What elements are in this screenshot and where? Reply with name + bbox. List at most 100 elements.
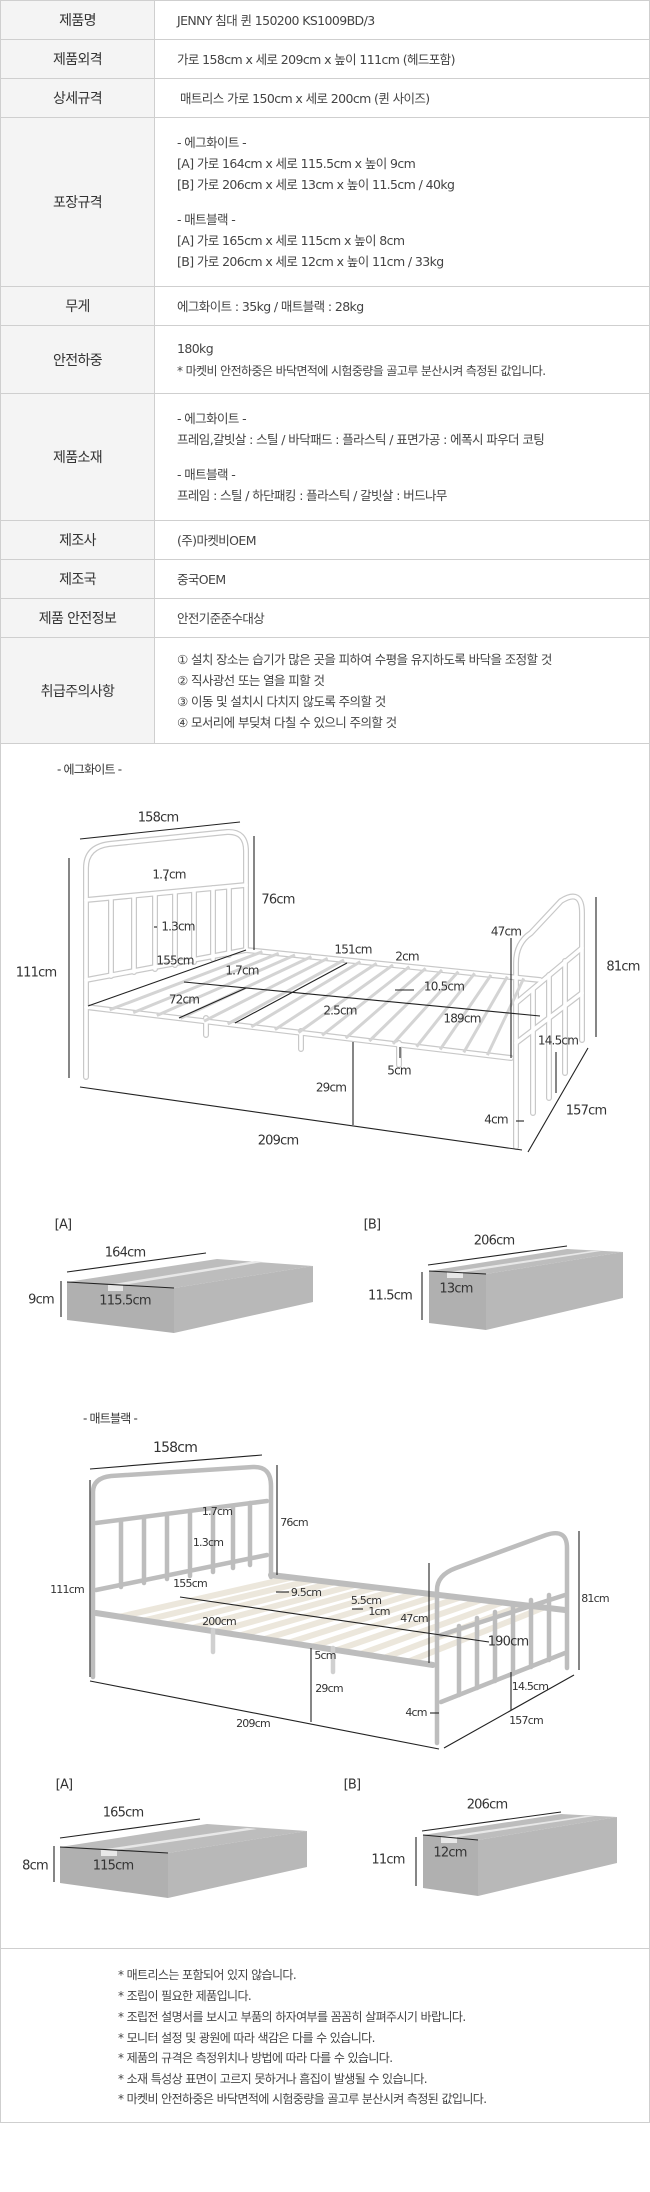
black-bed-diagram: - 매트블랙 - 158cm 111cm 76cm 1.7cm 1.3cm 15… <box>0 1390 650 1770</box>
dim-label: 1cm <box>368 1605 389 1618</box>
caution-line: ① 설치 장소는 습기가 많은 곳을 피하여 수평을 유지하도록 바닥을 조정할… <box>177 651 552 667</box>
dim-label: 1.7cm <box>152 868 185 882</box>
dim-label: 72cm <box>169 993 199 1007</box>
row-label: 안전하중 <box>0 325 155 394</box>
white-packages: [A] 164cm 9cm 115.5cm [B] 206cm 11.5cm 1… <box>0 1190 650 1390</box>
row-value: 매트리스 가로 150cm x 세로 200cm (퀸 사이즈) <box>154 78 650 118</box>
package-label: [A] <box>56 1778 73 1793</box>
load-note: * 마켓비 안전하중은 바닥면적에 시험중량을 골고루 분산시켜 측정된 값입니… <box>177 363 546 378</box>
row-value: 중국OEM <box>154 559 650 599</box>
slat <box>297 963 394 1034</box>
white-bed-diagram: - 에그화이트 - 158cm 1.7cm 1.3cm 76cm 111cm 1… <box>0 743 650 1190</box>
dimension-lines <box>60 1245 568 1320</box>
table-row: 취급주의사항 ① 설치 장소는 습기가 많은 곳을 피하여 수평을 유지하도록 … <box>0 637 650 744</box>
dim-label: 157cm <box>509 1714 543 1727</box>
notes-section: * 매트리스는 포함되어 있지 않습니다. * 조립이 필요한 제품입니다. *… <box>0 1948 650 2123</box>
row-label: 제품명 <box>0 0 155 40</box>
dim-label: 76cm <box>261 893 294 908</box>
dim-label: 14.5cm <box>512 1680 549 1693</box>
dim-label: 151cm <box>334 943 371 957</box>
note-item: * 조립이 필요한 제품입니다. <box>118 1989 252 2003</box>
dim-label: 1.7cm <box>225 964 258 978</box>
slat <box>335 1597 482 1653</box>
dim-label: 200cm <box>202 1615 236 1628</box>
table-row: 제품소재 - 에그화이트 - 프레임,갈빗살 : 스틸 / 바닥패드 : 플라스… <box>0 393 650 521</box>
dimension-lines <box>68 821 597 1153</box>
dim-label: 206cm <box>474 1234 515 1249</box>
slat <box>263 1589 419 1642</box>
dim-label: 29cm <box>315 1682 343 1695</box>
package-label: [B] <box>344 1778 361 1793</box>
table-row: 포장규격 - 에그화이트 - [A] 가로 164cm x 세로 115.5cm… <box>0 117 650 287</box>
dim-label: 47cm <box>491 925 521 939</box>
row-value: - 에그화이트 - 프레임,갈빗살 : 스틸 / 바닥패드 : 플라스틱 / 표… <box>154 393 650 521</box>
table-row: 안전하중 180kg * 마켓비 안전하중은 바닥면적에 시험중량을 골고루 분… <box>0 325 650 394</box>
dim-label: 115cm <box>93 1859 134 1874</box>
dim-label: 5cm <box>387 1064 411 1078</box>
section-title: - 매트블랙 - <box>83 1412 138 1426</box>
table-row: 제조사(주)마켓비OEM <box>0 520 650 560</box>
dim-label: 11cm <box>371 1853 404 1868</box>
note-item: * 소재 특성상 표면이 고르지 못하거나 흠집이 발생될 수 있습니다. <box>118 2072 428 2086</box>
slat <box>239 1587 398 1639</box>
row-label: 제품 안전정보 <box>0 598 155 638</box>
dim-label: 13cm <box>439 1282 472 1297</box>
dim-label: 12cm <box>433 1846 466 1861</box>
caution-line: ② 직사광선 또는 열을 피할 것 <box>177 672 325 688</box>
dim-label: 158cm <box>138 811 179 826</box>
slat <box>486 977 526 1056</box>
section-title: - 에그화이트 - <box>57 763 122 777</box>
slat <box>321 965 411 1037</box>
dim-label: 47cm <box>400 1612 428 1625</box>
row-value: ① 설치 장소는 습기가 많은 곳을 피하여 수평을 유지하도록 바닥을 조정할… <box>154 637 650 744</box>
package-label: [A] <box>55 1218 72 1233</box>
slat <box>359 1599 504 1657</box>
slat <box>143 1577 314 1624</box>
row-value: 180kg * 마켓비 안전하중은 바닥면적에 시험중량을 골고루 분산시켜 측… <box>154 325 650 394</box>
dim-label: 9cm <box>28 1293 54 1308</box>
dim-label: 29cm <box>316 1081 346 1095</box>
caution-line: ④ 모서리에 부딪쳐 다칠 수 있으니 주의할 것 <box>177 714 397 730</box>
dim-label: 81cm <box>606 960 639 975</box>
black-packages: [A] 165cm 8cm 115cm [B] 206cm 11cm 12cm <box>0 1770 650 1948</box>
dim-label: 209cm <box>258 1134 299 1149</box>
note-item: * 마켓비 안전하중은 바닥면적에 시험중량을 골고루 분산시켜 측정된 값입니… <box>118 2092 487 2106</box>
row-label: 제조사 <box>0 520 155 560</box>
dim-label: 189cm <box>443 1012 480 1026</box>
dim-label: 209cm <box>236 1717 270 1730</box>
dim-label: 4cm <box>405 1706 426 1719</box>
row-value: JENNY 침대 퀸 150200 KS1009BD/3 <box>154 0 650 40</box>
dim-label: 158cm <box>153 1440 197 1456</box>
material-line: 프레임 : 스틸 / 하단패킹 : 플라스틱 / 갈빗살 : 버드나무 <box>177 488 447 503</box>
row-label: 포장규격 <box>0 117 155 287</box>
dim-label: 2.5cm <box>323 1004 356 1018</box>
dim-label: 1.7cm <box>202 1505 232 1518</box>
pack-line: [B] 가로 206cm x 세로 13cm x 높이 11.5cm / 40k… <box>177 177 455 192</box>
package-a-box <box>67 1259 313 1333</box>
slat <box>274 962 378 1031</box>
pack-line: - 매트블랙 - <box>177 212 236 227</box>
dim-label: 190cm <box>488 1635 529 1650</box>
slat <box>156 953 296 1017</box>
slat <box>287 1592 440 1646</box>
slat <box>109 950 263 1012</box>
row-label: 취급주의사항 <box>0 637 155 744</box>
dim-label: 9.5cm <box>291 1586 321 1599</box>
dim-label: 115.5cm <box>99 1294 151 1309</box>
note-item: * 모니터 설정 및 광원에 따라 색감은 다를 수 있습니다. <box>118 2031 375 2045</box>
pack-line: - 에그화이트 - <box>177 135 247 150</box>
row-label: 무게 <box>0 286 155 326</box>
slat <box>132 951 280 1015</box>
dimension-lines <box>89 1454 580 1750</box>
dim-label: 111cm <box>50 1583 84 1596</box>
row-label: 제품외격 <box>0 39 155 79</box>
package-b-box <box>429 1249 623 1330</box>
package-b-box <box>423 1814 617 1896</box>
row-label: 상세규격 <box>0 78 155 118</box>
row-value: 안전기준준수대상 <box>154 598 650 638</box>
dim-label: 155cm <box>156 954 193 968</box>
dim-label: 5cm <box>314 1649 335 1662</box>
